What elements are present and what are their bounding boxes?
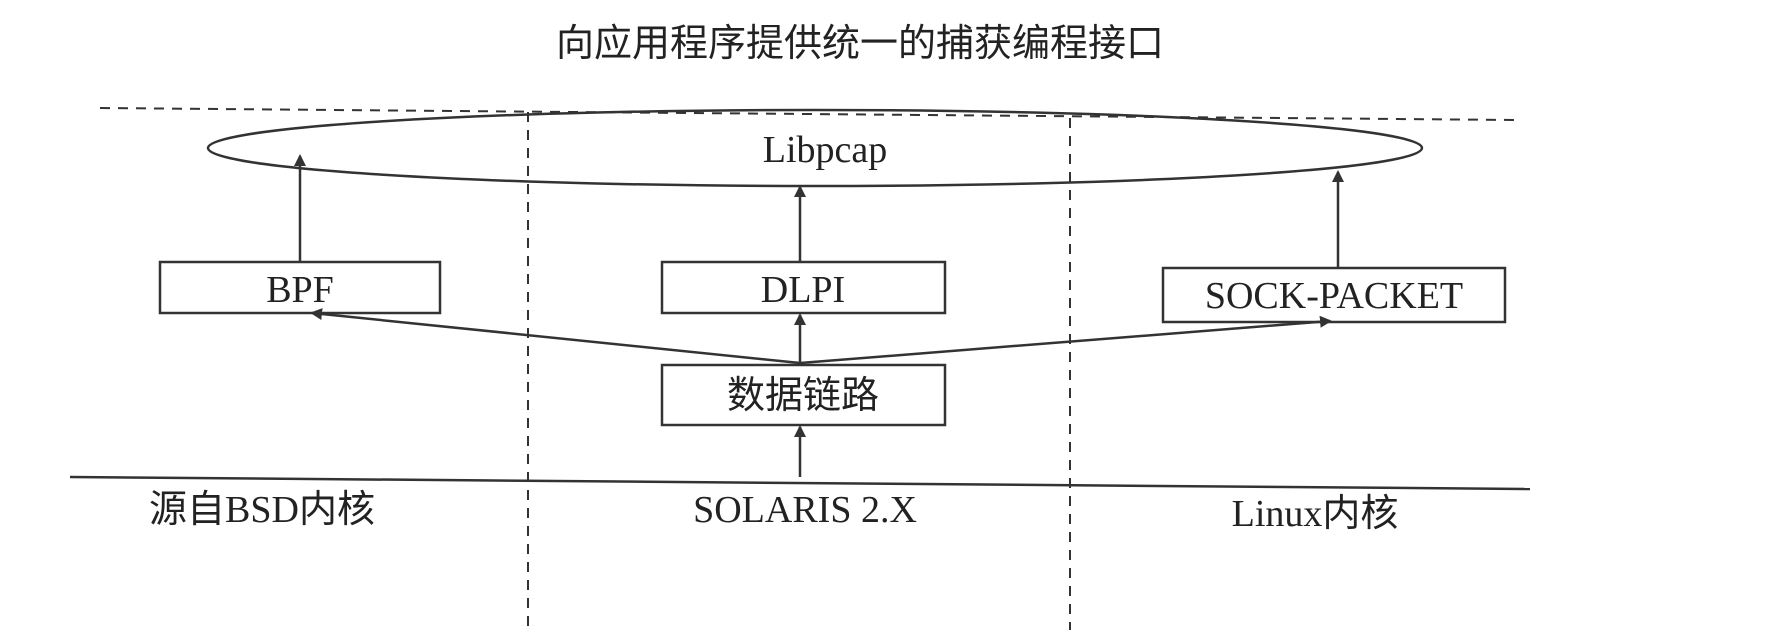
- api-boundary-dashed-line: [99, 107, 1516, 121]
- sock-packet-box: [1161, 266, 1507, 324]
- dlpi-box: [660, 260, 947, 315]
- sock-packet-label: SOCK-PACKET: [1205, 275, 1463, 317]
- libpcap-ellipse: [206, 108, 1424, 188]
- kernel-baseline: [69, 475, 1531, 491]
- arrow-datalink-to-sock-packet: [799, 315, 1332, 365]
- datalink-label: 数据链路: [727, 375, 879, 417]
- libpcap-label: Libpcap: [763, 129, 888, 171]
- platform-bsd-label: 源自BSD内核: [149, 489, 375, 531]
- diagram-title: 向应用程序提供统一的捕获编程接口: [556, 21, 1164, 65]
- platform-linux-label: Linux内核: [1232, 493, 1399, 535]
- platform-solaris-label: SOLARIS 2.X: [693, 489, 917, 531]
- bpf-box: [158, 260, 442, 315]
- bpf-label: BPF: [266, 269, 334, 311]
- dlpi-label: DLPI: [761, 269, 845, 311]
- arrow-datalink-to-bpf: [310, 308, 801, 365]
